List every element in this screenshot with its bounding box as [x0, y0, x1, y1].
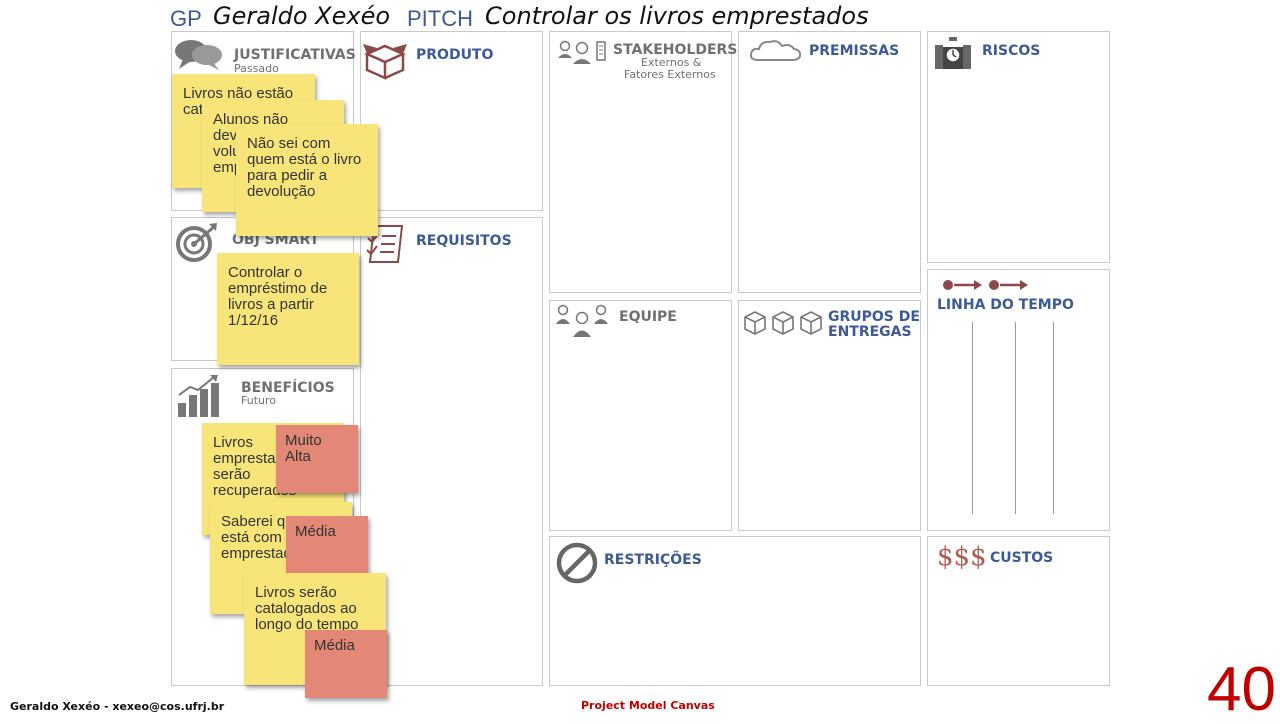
grupos-entregas-title-2: ENTREGAS: [828, 324, 912, 340]
cloud-icon: [749, 40, 802, 61]
prohibited-icon: [556, 542, 598, 584]
growth-chart-icon: [178, 375, 219, 417]
timeline-arrows-icon: [943, 280, 1028, 290]
priority-note[interactable]: Média: [305, 630, 387, 698]
stakeholders-box: STAKEHOLDERS Externos & Fatores Externos: [549, 31, 737, 293]
target-icon: [176, 223, 217, 262]
team-icon: [556, 304, 608, 337]
restricoes-title: RESTRIÇÕES: [604, 552, 702, 568]
package-icon: [363, 44, 407, 80]
deliverable-boxes-icon: [744, 311, 822, 335]
justificativas-subtitle: Passado: [234, 62, 279, 75]
riscos-box: RISCOS: [927, 31, 1110, 263]
gp-name: Geraldo Xexéo: [213, 2, 391, 30]
risk-dynamite-clock-icon: [935, 37, 971, 69]
riscos-title: RISCOS: [982, 43, 1041, 59]
premissas-box: PREMISSAS: [738, 31, 921, 293]
custos-title: CUSTOS: [990, 550, 1054, 566]
requisitos-title: REQUISITOS: [416, 233, 512, 249]
page-number: 40: [1207, 655, 1276, 724]
linha-do-tempo-box: LINHA DO TEMPO: [927, 269, 1110, 531]
beneficios-title: BENEFÍCIOS: [241, 380, 335, 396]
justificativas-title: JUSTIFICATIVAS: [234, 47, 356, 63]
produto-box: PRODUTO: [360, 31, 543, 211]
equipe-box: EQUIPE: [549, 300, 732, 531]
restricoes-box: RESTRIÇÕES: [549, 536, 921, 686]
footer-author: Geraldo Xexéo - xexeo@cos.ufrj.br: [10, 700, 225, 713]
sticky-note[interactable]: Não sei com quem está o livro para pedir…: [236, 124, 378, 236]
timeline-line: [1015, 322, 1016, 514]
priority-note[interactable]: Muito Alta: [276, 425, 358, 493]
stakeholders-title: STAKEHOLDERS: [613, 42, 738, 58]
requisitos-box: REQUISITOS: [360, 217, 543, 686]
footer-title: Project Model Canvas: [581, 699, 715, 712]
dollar-signs-icon: $$$: [937, 542, 987, 572]
stakeholders-subtitle-2: Fatores Externos: [624, 68, 716, 81]
speech-bubbles-icon: [175, 40, 222, 70]
linha-do-tempo-title: LINHA DO TEMPO: [937, 297, 1074, 313]
stakeholders-subtitle-1: Externos &: [641, 56, 702, 69]
timeline-line: [972, 322, 973, 514]
grupos-entregas-title-1: GRUPOS DE: [828, 309, 920, 325]
beneficios-subtitle: Futuro: [241, 394, 276, 407]
custos-box: $$$ CUSTOS: [927, 536, 1110, 686]
timeline-line: [1053, 322, 1054, 514]
pitch-text: Controlar os livros emprestados: [485, 2, 869, 30]
stakeholders-people-icon: [558, 40, 606, 64]
premissas-title: PREMISSAS: [809, 43, 900, 59]
equipe-title: EQUIPE: [619, 309, 677, 325]
obj-smart-title: OBJ SMART: [232, 232, 320, 248]
produto-title: PRODUTO: [416, 47, 494, 63]
checklist-icon: [366, 225, 404, 263]
priority-note[interactable]: Média: [286, 516, 368, 584]
pitch-label: PITCH: [407, 6, 473, 31]
gp-label: GP: [170, 6, 202, 31]
grupos-entregas-box: GRUPOS DE ENTREGAS: [738, 300, 921, 531]
sticky-note[interactable]: Controlar o empréstimo de livros a parti…: [217, 253, 359, 365]
